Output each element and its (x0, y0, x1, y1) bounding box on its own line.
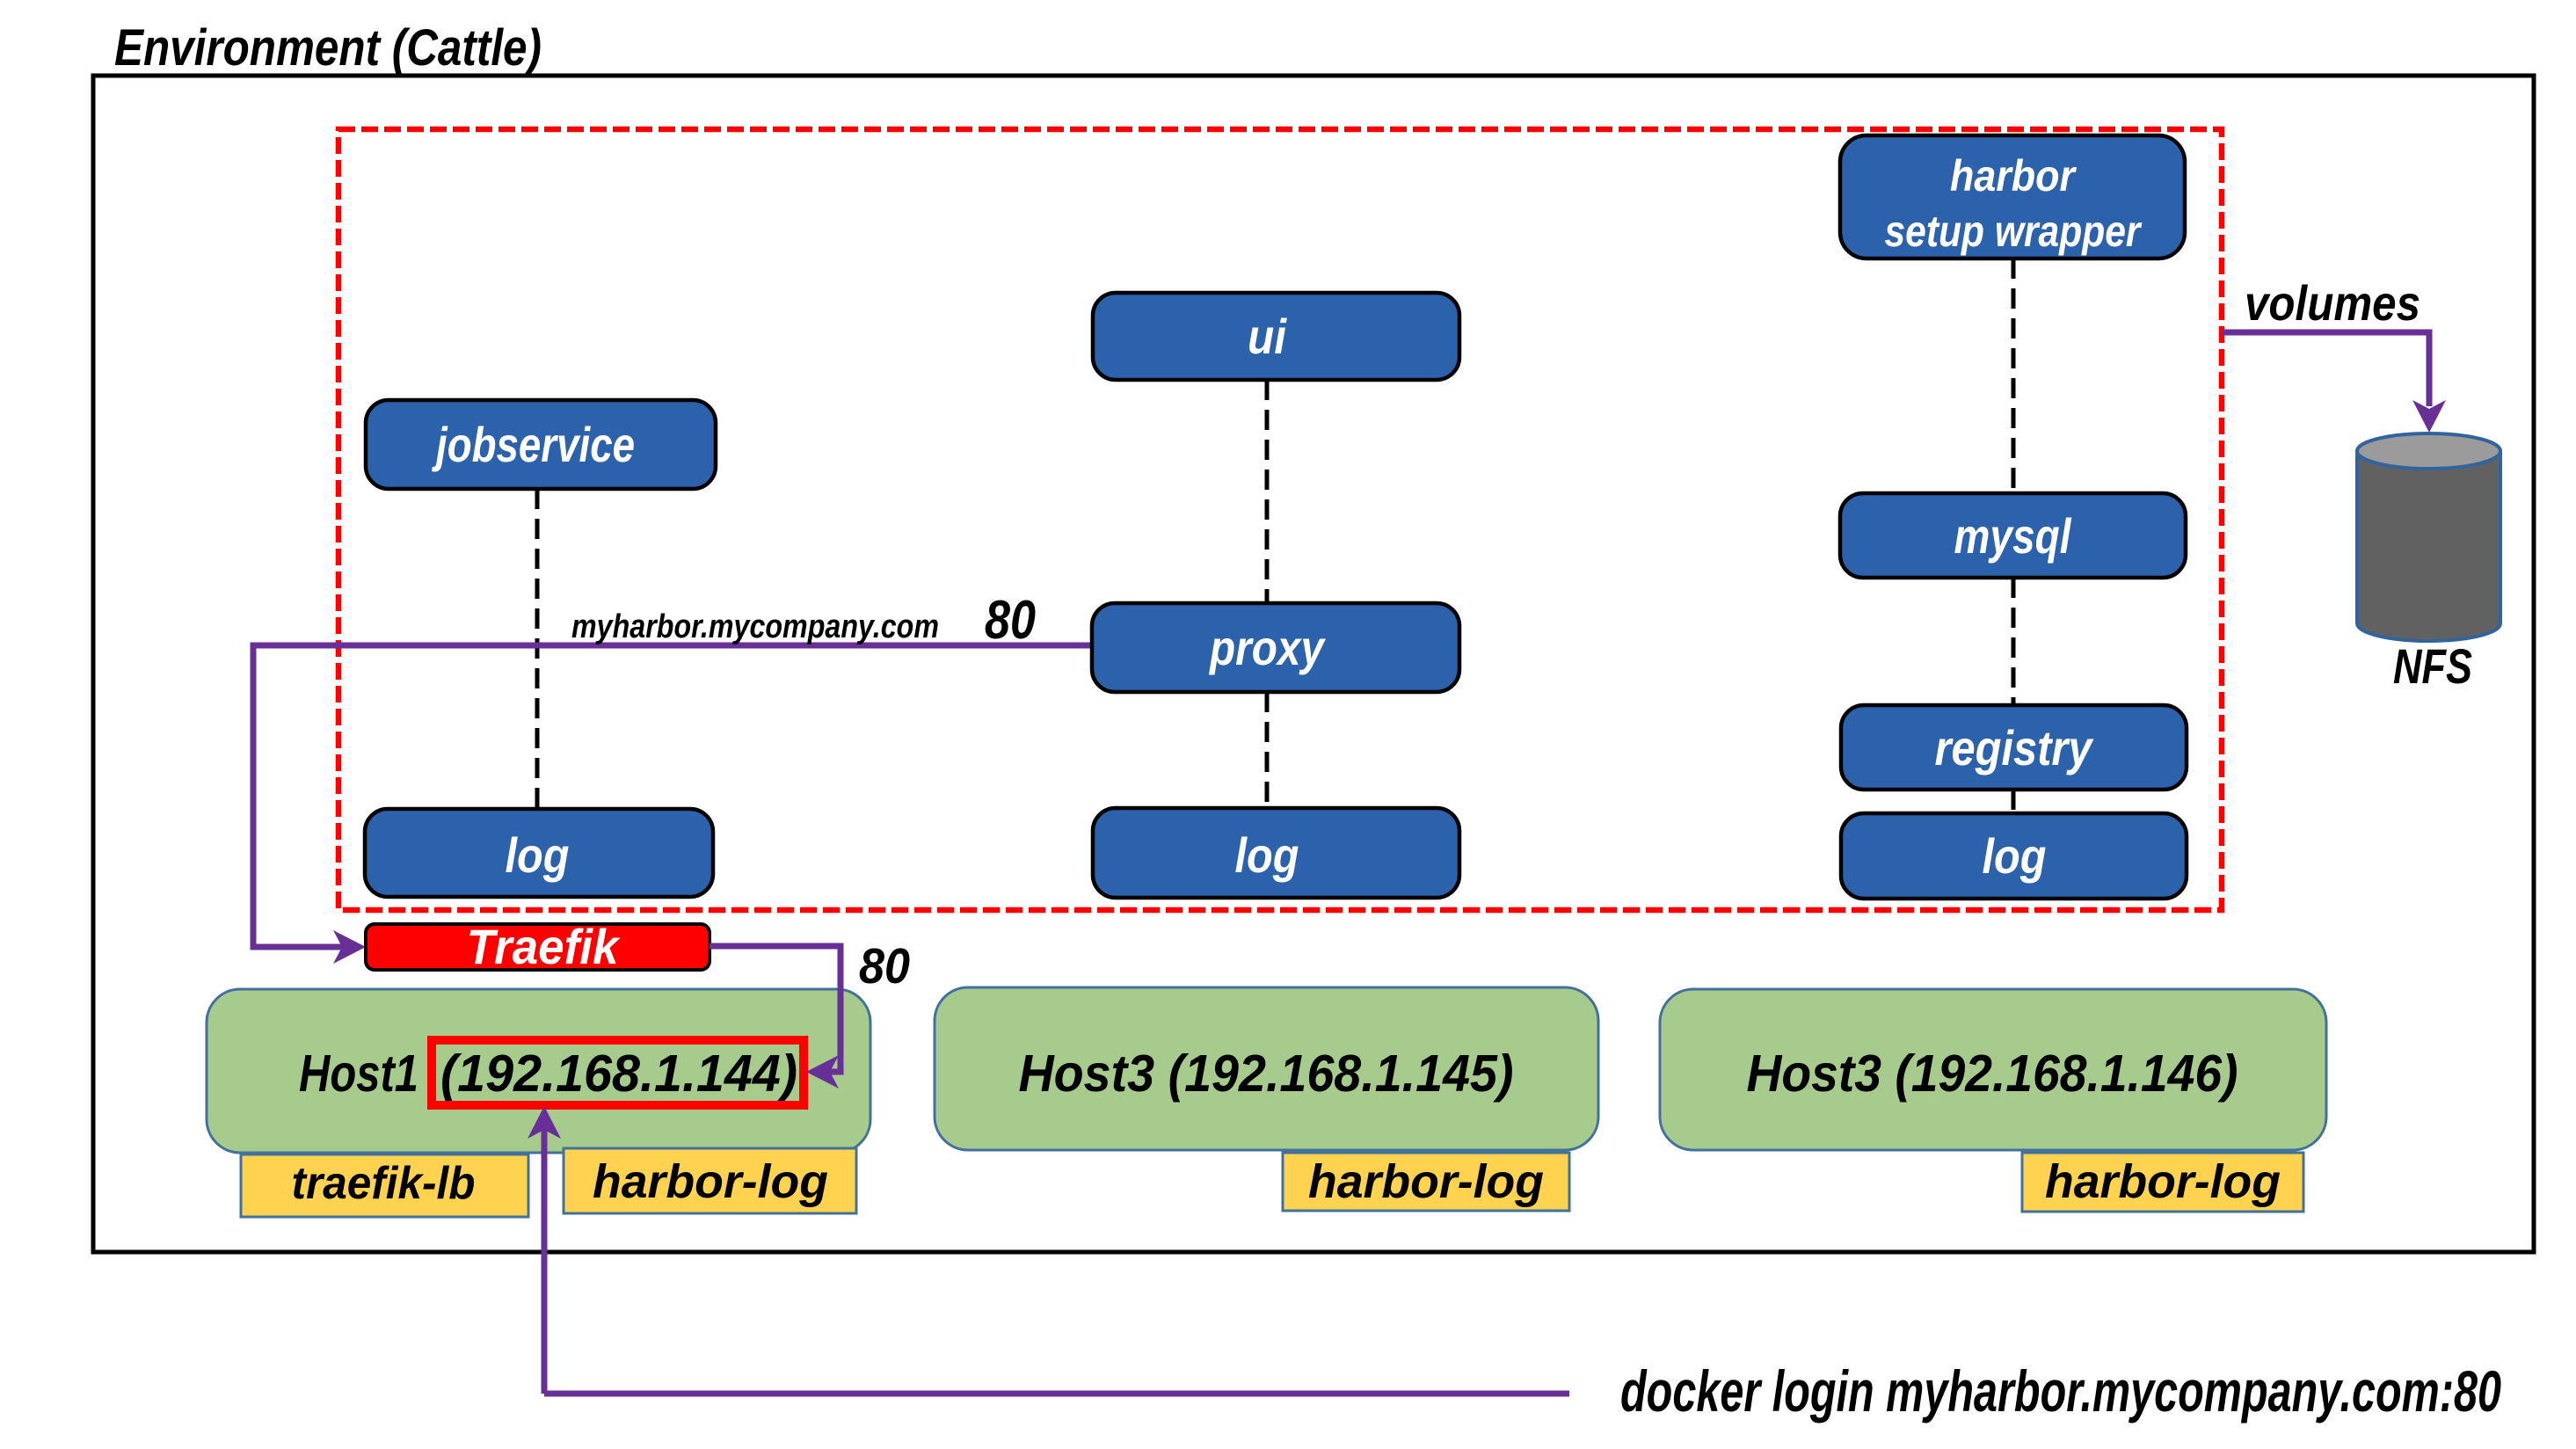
svg-text:mysql: mysql (1954, 508, 2072, 564)
svg-text:80: 80 (859, 938, 910, 994)
svg-text:Host3 (192.168.1.146): Host3 (192.168.1.146) (1747, 1045, 2238, 1103)
svg-text:docker login myharbor.mycompan: docker login myharbor.mycompany.com:80 (1620, 1358, 2501, 1424)
svg-text:myharbor.mycompany.com: myharbor.mycompany.com (571, 608, 939, 645)
svg-text:Environment (Cattle): Environment (Cattle) (114, 19, 542, 76)
svg-text:harbor-log: harbor-log (593, 1155, 828, 1208)
svg-text:80: 80 (985, 590, 1036, 651)
svg-text:Host3 (192.168.1.145): Host3 (192.168.1.145) (1019, 1045, 1514, 1103)
svg-text:Traefik: Traefik (467, 919, 622, 974)
svg-text:harbor-log: harbor-log (2045, 1155, 2281, 1208)
svg-text:volumes: volumes (2245, 275, 2420, 331)
svg-text:log: log (1983, 828, 2047, 884)
svg-text:log: log (1235, 827, 1299, 883)
svg-text:proxy: proxy (1208, 620, 1326, 675)
svg-text:jobservice: jobservice (431, 417, 635, 472)
svg-text:registry: registry (1935, 720, 2094, 775)
svg-text:harbor: harbor (1950, 151, 2077, 200)
svg-text:ui: ui (1248, 309, 1287, 364)
svg-text:log: log (506, 827, 570, 883)
svg-text:(192.168.1.144): (192.168.1.144) (440, 1045, 797, 1103)
svg-text:harbor-log: harbor-log (1308, 1155, 1544, 1208)
svg-text:traefik-lb: traefik-lb (292, 1158, 476, 1209)
svg-text:setup wrapper: setup wrapper (1885, 207, 2143, 256)
svg-text:Host1: Host1 (299, 1045, 418, 1103)
svg-text:NFS: NFS (2393, 638, 2472, 694)
